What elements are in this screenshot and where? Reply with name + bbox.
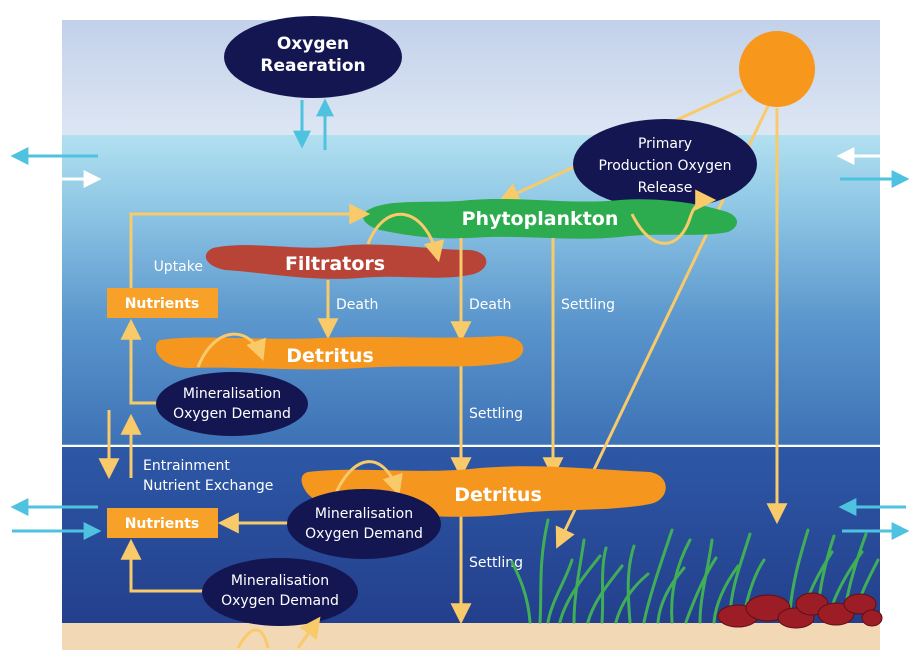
mineralisation-lower-oval <box>202 558 358 626</box>
mineralisation-upper-oval <box>156 372 308 436</box>
oxygen-reaeration-label-1: Oxygen <box>277 34 349 54</box>
mineralisation-lower-label-1: Mineralisation <box>231 573 329 589</box>
phytoplankton-label: Phytoplankton <box>462 208 619 230</box>
mineralisation-lower-label-2: Oxygen Demand <box>221 593 339 609</box>
detritus-lower-label: Detritus <box>454 484 542 506</box>
death-label-2: Death <box>469 297 511 313</box>
sediment-floor <box>62 623 880 650</box>
detritus-upper-label: Detritus <box>286 345 374 367</box>
uptake-label: Uptake <box>154 259 203 275</box>
settling-label-2: Settling <box>469 406 523 422</box>
mineralisation-upper-label-1: Mineralisation <box>183 386 281 402</box>
primary-production-label-1: Primary <box>638 136 692 152</box>
mineralisation-upper-label-2: Oxygen Demand <box>173 406 291 422</box>
nutrients-upper-label: Nutrients <box>125 296 200 312</box>
mineralisation-middle-label-1: Mineralisation <box>315 506 413 522</box>
mineralisation-middle-label-2: Oxygen Demand <box>305 526 423 542</box>
death-label-1: Death <box>336 297 378 313</box>
filtrators-label: Filtrators <box>285 253 385 275</box>
oxygen-reaeration-label-2: Reaeration <box>260 56 365 76</box>
entrainment-label-1: Entrainment <box>143 458 230 474</box>
mineralisation-middle-oval <box>287 489 441 559</box>
entrainment-label-2: Nutrient Exchange <box>143 478 273 494</box>
nutrients-lower-label: Nutrients <box>125 516 200 532</box>
primary-production-label-3: Release <box>638 180 693 196</box>
primary-production-label-2: Production Oxygen <box>599 158 732 174</box>
sun-icon <box>739 31 815 107</box>
settling-label-1: Settling <box>561 297 615 313</box>
